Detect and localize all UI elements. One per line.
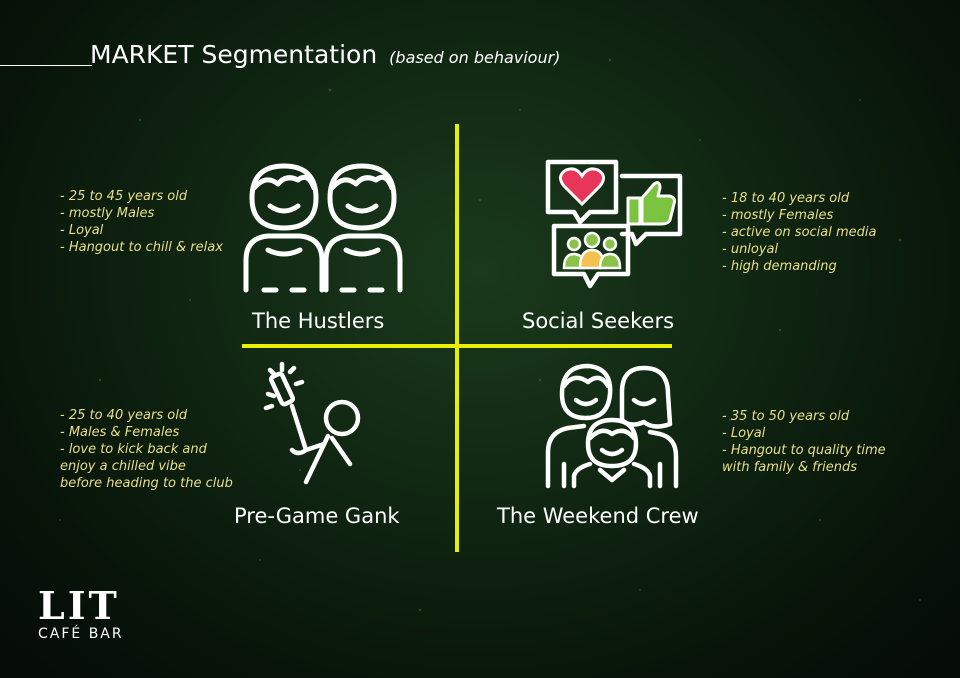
trait-item: - high demanding — [722, 259, 837, 274]
trait-item: - 25 to 40 years old — [60, 408, 188, 423]
trait-item: - 18 to 40 years old — [722, 191, 850, 206]
family-icon — [545, 363, 679, 489]
brand-logo: LIT CAFÉ BAR — [38, 583, 148, 643]
trait-item: - Males & Females — [60, 425, 180, 440]
trait-item: - Loyal — [60, 223, 104, 238]
social-seekers-traits: - 18 to 40 years old - mostly Females - … — [722, 190, 876, 275]
pre-game-gank-traits: - 25 to 40 years old - Males & Females -… — [60, 407, 233, 492]
weekend-crew-traits: - 35 to 50 years old - Loyal - Hangout t… — [722, 408, 886, 476]
horizontal-axis — [242, 344, 672, 348]
logo-mark: LIT — [38, 583, 120, 628]
title-text: MARKET Segmentation — [90, 40, 378, 69]
trait-item: with family & friends — [722, 460, 858, 475]
hustlers-traits: - 25 to 45 years old - mostly Males - Lo… — [60, 188, 223, 256]
trait-item: - unloyal — [722, 242, 779, 257]
two-friends-icon — [243, 163, 403, 293]
trait-item: - Loyal — [722, 426, 766, 441]
trait-item: before heading to the club — [60, 476, 233, 491]
social-media-icon — [545, 159, 683, 289]
trait-item: - love to kick back and — [60, 442, 207, 457]
trait-item: - Hangout to quality time — [722, 443, 886, 458]
trait-item: - active on social media — [722, 225, 877, 240]
trait-item: - mostly Females — [722, 208, 834, 223]
title-rule — [0, 65, 92, 66]
segment-name-pre-game-gank: Pre-Game Gank — [234, 504, 400, 528]
trait-item: enjoy a chilled vibe — [60, 459, 186, 474]
segment-name-hustlers: The Hustlers — [252, 309, 385, 333]
trait-item: - 35 to 50 years old — [722, 409, 850, 424]
celebration-icon — [263, 361, 361, 485]
trait-item: - Hangout to chill & relax — [60, 240, 223, 255]
trait-item: - 25 to 45 years old — [60, 189, 188, 204]
page-title: MARKET Segmentation (based on behaviour) — [90, 40, 560, 69]
trait-item: - mostly Males — [60, 206, 155, 221]
vertical-axis — [455, 124, 459, 552]
logo-subtitle: CAFÉ BAR — [38, 626, 124, 642]
segment-name-weekend-crew: The Weekend Crew — [497, 504, 699, 528]
title-subtitle: (based on behaviour) — [389, 48, 561, 67]
segment-name-social-seekers: Social Seekers — [522, 309, 675, 333]
